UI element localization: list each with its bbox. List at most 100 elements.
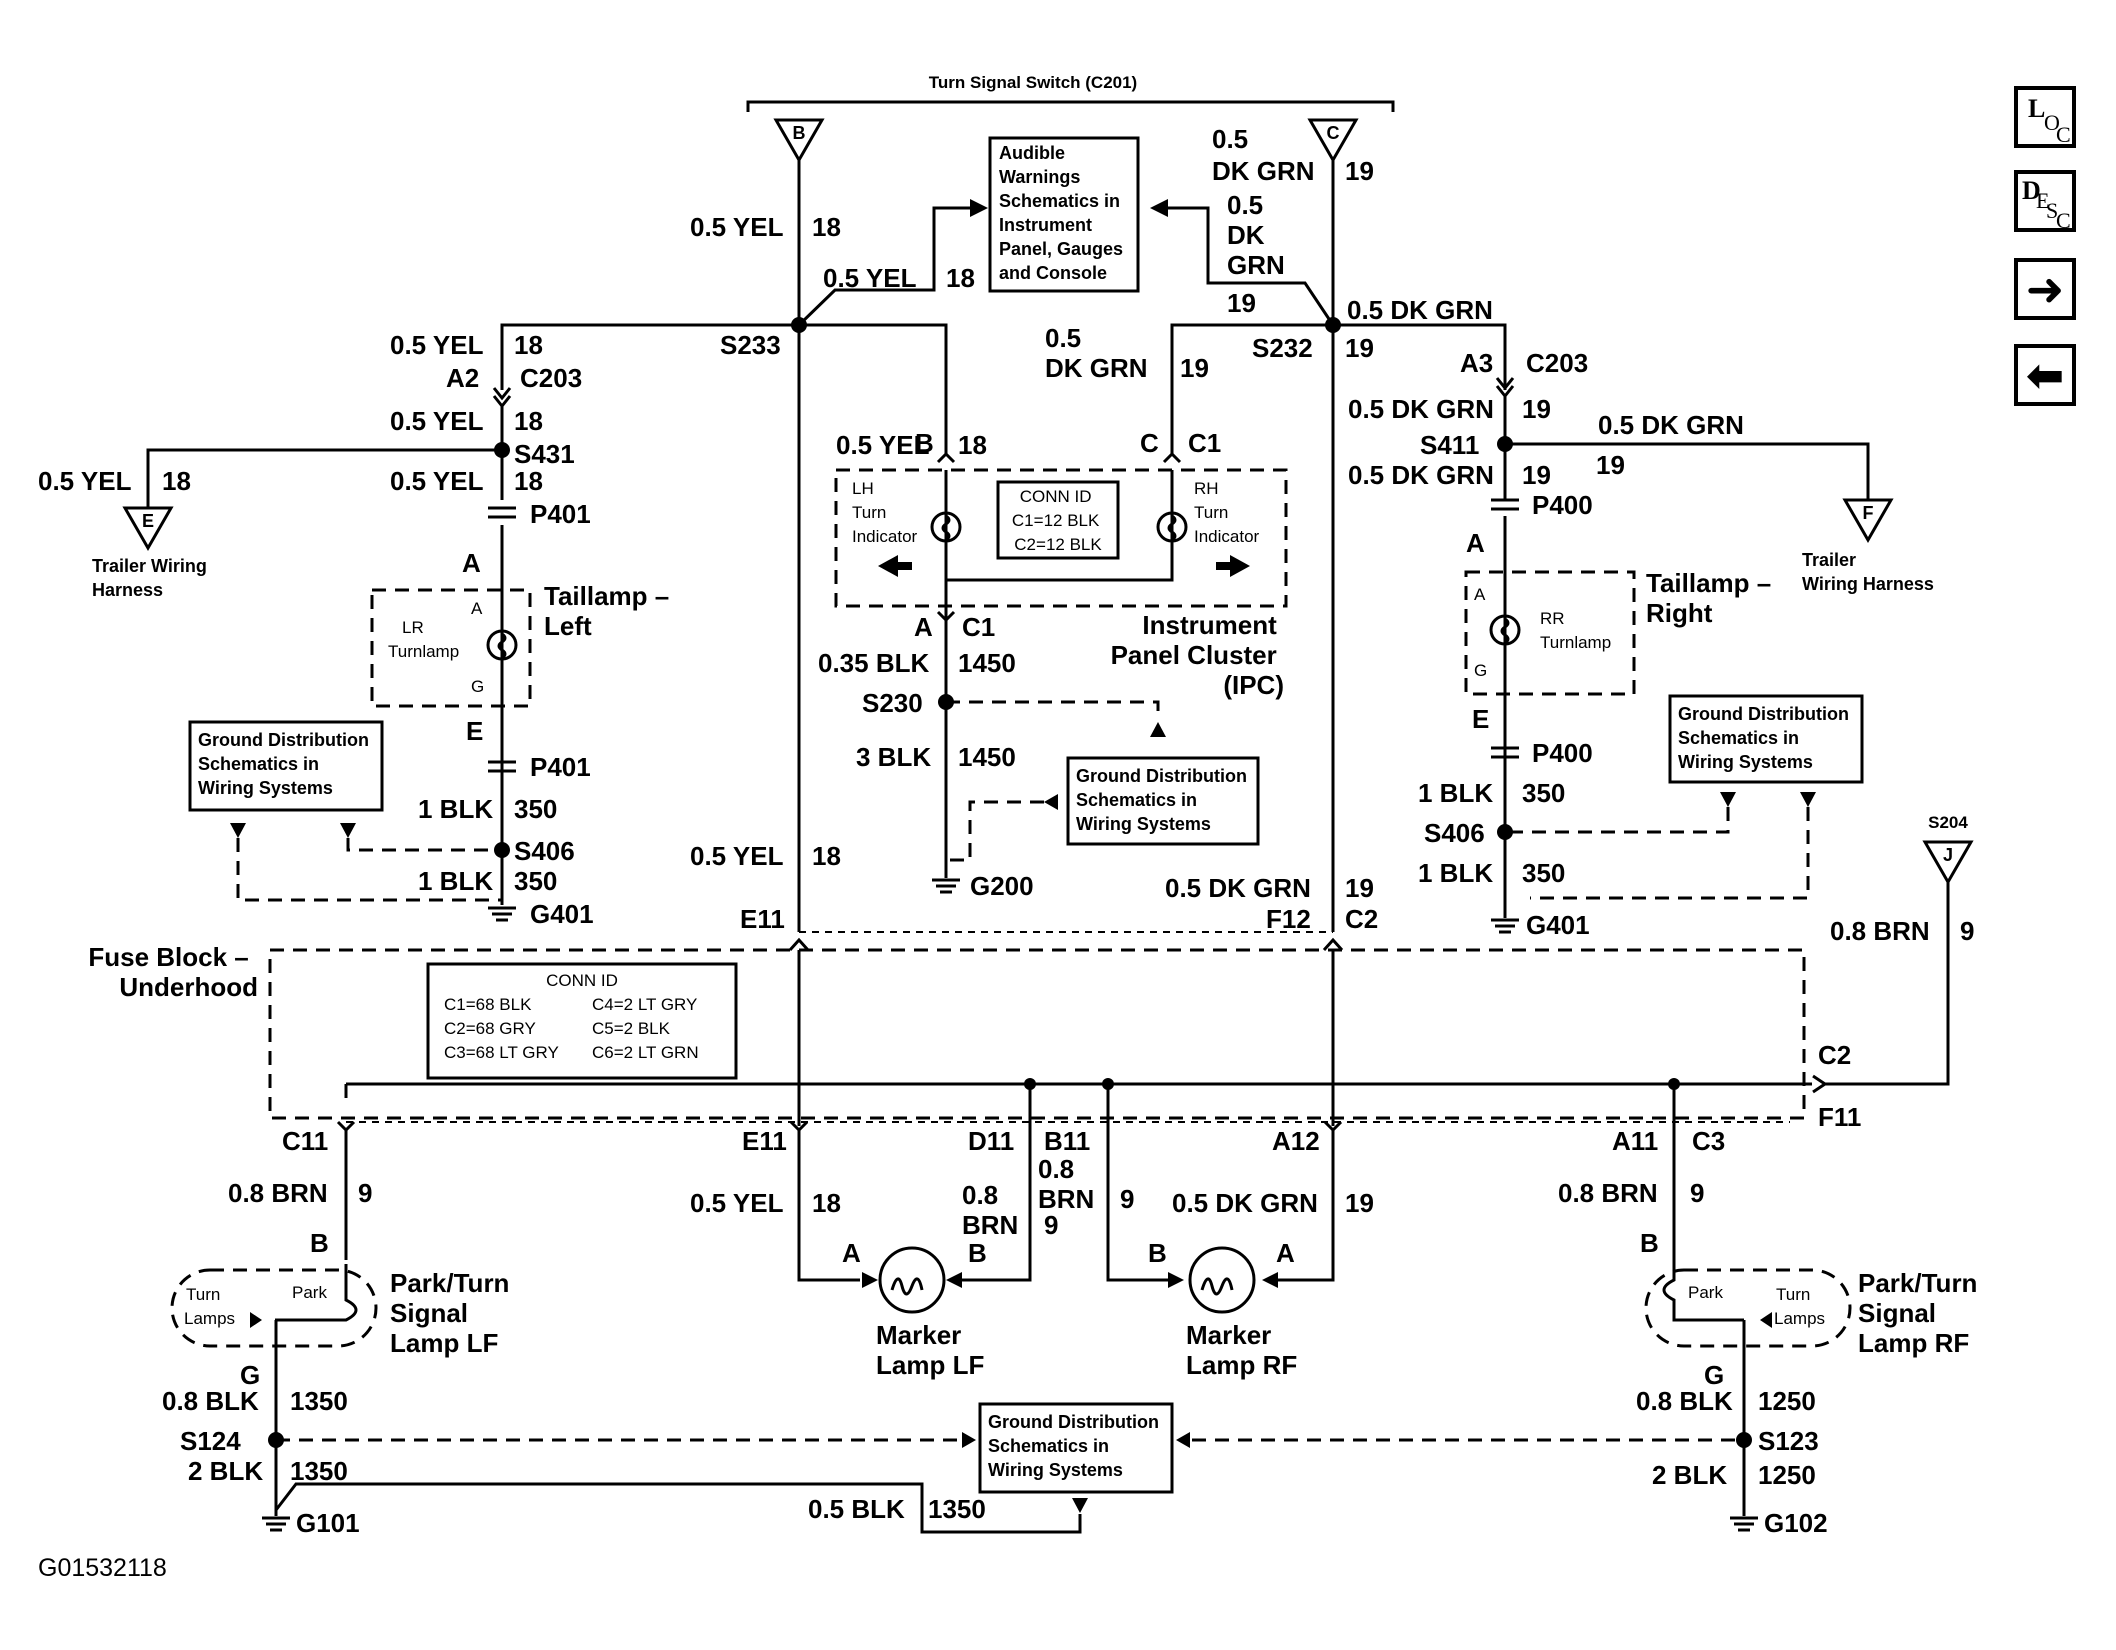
ground-dist-center-box — [1066, 756, 1260, 846]
marker-lf-wire — [797, 1128, 860, 1282]
rr-turnlamp-bulb — [1489, 614, 1521, 646]
connector-a3-label: A3 — [1460, 348, 1493, 378]
splice-s232-dot — [1325, 317, 1341, 333]
loc-letter-o: O — [2044, 110, 2060, 135]
wire-brn-label-d11a: 0.8 — [962, 1180, 998, 1210]
ground-g102-symbol — [1730, 1516, 1758, 1532]
splice-s123-label: S123 — [1758, 1426, 1819, 1456]
wire-yel-circuit-7: 18 — [812, 841, 841, 871]
arrow-left-icon: ⬅ — [2025, 348, 2065, 402]
splice-s406-right-label: S406 — [1424, 818, 1485, 848]
taillamp-right-box — [1464, 570, 1636, 696]
figure-id: G01532118 — [38, 1554, 167, 1582]
pin-e-right-label: E — [1472, 704, 1489, 734]
lh-turn-indicator-text: LH Turn Indicator — [852, 479, 918, 546]
rh-bulb-filament — [1167, 514, 1177, 542]
marker-lf-filament — [890, 1277, 924, 1296]
splice-s232-label: S232 — [1252, 333, 1313, 363]
wire-grn-label-1a: 0.5 — [1212, 124, 1248, 154]
g101-to-ground-dist-wire — [274, 1482, 1082, 1534]
wire-blk1-label-right: 1 BLK — [1418, 778, 1493, 808]
wire-blk3-circuit: 1450 — [958, 742, 1016, 772]
connector-p401-lower-label: P401 — [530, 752, 591, 782]
park-turn-lf-text: Park/Turn Signal Lamp LF — [390, 1268, 517, 1358]
connector-a2-label: A2 — [446, 363, 479, 393]
connector-p401-upper-symbol — [488, 506, 516, 519]
next-page-button[interactable]: ➜ — [2014, 258, 2076, 320]
wire-blk1-circuit-left: 350 — [514, 794, 557, 824]
wire-brn-label-d11b: BRN — [962, 1210, 1018, 1240]
ground-dist-bottom-marker-right — [1176, 1432, 1190, 1448]
splice-s406-right-dot — [1497, 824, 1513, 840]
ground-dist-right-marker-2 — [1800, 792, 1816, 807]
wire-yel-circuit-3: 18 — [514, 330, 543, 360]
ipc-c1-bottom-symbol — [936, 610, 956, 623]
wire-grn-label-5: 0.5 DK GRN — [1348, 394, 1494, 424]
arrow-right-icon: ➜ — [2025, 262, 2065, 316]
marker-lf-a-arrow — [862, 1272, 878, 1288]
ipc-lh-connector-symbol — [936, 451, 956, 464]
wire-grn-label-2a: 0.5 — [1227, 190, 1263, 220]
splice-s123-dot — [1736, 1432, 1752, 1448]
c2-connector-symbol — [1812, 1074, 1828, 1094]
marker-lf-pin-b: B — [968, 1238, 987, 1268]
rr-turnlamp-text: RR Turnlamp — [1540, 609, 1611, 652]
ipc-yel-label: 0.5 YEL — [836, 430, 930, 460]
marker-rf-a-wire — [1278, 1128, 1335, 1282]
connector-b-label: B — [793, 123, 806, 143]
location-button[interactable]: L O C — [2014, 86, 2076, 148]
connector-j-triangle — [1922, 840, 1974, 886]
ground-g401-left-symbol — [488, 906, 516, 922]
rr-bulb-filament — [1500, 617, 1510, 645]
fuse-conn-id-left: C1=68 BLK C2=68 GRY C3=68 LT GRY — [444, 995, 559, 1062]
audible-warnings-text: Audible Warnings Schematics in Instrumen… — [999, 143, 1128, 283]
pin-g-inner-left: G — [471, 677, 484, 696]
desc-letter-c: C — [2056, 208, 2071, 233]
ground-g401-right-symbol — [1491, 918, 1519, 934]
wire-brn-s204 — [1825, 882, 1950, 1086]
pin-a-right-label: A — [1466, 528, 1485, 558]
wire-yel-label-5: 0.5 YEL — [38, 466, 132, 496]
ground-dist-left-box — [188, 720, 384, 812]
lr-turnlamp-text: LR Turnlamp — [388, 618, 459, 661]
taillamp-left-text: Taillamp – Left — [544, 581, 676, 641]
fuse-grn-up-arrow — [1322, 937, 1344, 952]
rf-turn-lamps-text: Turn Lamps — [1774, 1285, 1825, 1328]
desc-letter-e: E — [2036, 188, 2050, 213]
splice-s204-label: S204 — [1928, 813, 1968, 832]
fuse-conn-id-right: C4=2 LT GRY C5=2 BLK C6=2 LT GRN — [592, 995, 702, 1062]
ipc-pin-b-label: B — [915, 428, 934, 458]
fuse-block-box — [268, 948, 1806, 1120]
wire-blk08-circuit-rf: 1250 — [1758, 1386, 1816, 1416]
wire-blk035-circuit: 1450 — [958, 648, 1016, 678]
marker-lf-b-wire — [962, 1126, 1032, 1282]
fuse-b11-label: B11 — [1044, 1126, 1090, 1156]
ipc-conn-id-box — [996, 480, 1120, 560]
connector-e-triangle — [122, 506, 174, 552]
wire-blk05-circuit: 1350 — [928, 1494, 986, 1524]
taillamp-left-box — [370, 588, 532, 708]
marker-lf-pin-a: A — [842, 1238, 861, 1268]
marker-lamp-rf-text: Marker Lamp RF — [1186, 1320, 1297, 1380]
pin-a-inner-right: A — [1474, 585, 1486, 604]
previous-page-button[interactable]: ⬅ — [2014, 344, 2076, 406]
marker-rf-pin-a: A — [1276, 1238, 1295, 1268]
marker-lamp-lf-text: Marker Lamp LF — [876, 1320, 984, 1380]
lf-turn-lamps-text: Turn Lamps — [184, 1285, 235, 1328]
wire-blk1-circuit-right: 350 — [1522, 778, 1565, 808]
lf-park-text: Park — [292, 1283, 327, 1302]
wire-grn-label-6: 0.5 DK GRN — [1598, 410, 1744, 440]
wire-blk08-circuit-lf: 1350 — [290, 1386, 348, 1416]
connector-b-triangle — [773, 118, 825, 164]
description-button[interactable]: D E S C — [2014, 170, 2076, 233]
splice-s233-dot — [791, 317, 807, 333]
ground-g102-label: G102 — [1764, 1508, 1828, 1538]
ground-dist-bottom-box — [978, 1402, 1174, 1494]
ground-dist-right-link-1 — [1505, 807, 1730, 834]
park-turn-lf-box — [170, 1268, 378, 1348]
fuse-e11-bottom-label: E11 — [742, 1126, 787, 1156]
wire-grn-label-4a: 0.5 — [1045, 323, 1081, 353]
ground-dist-left-marker-2 — [340, 823, 356, 838]
ground-dist-bottom-text: Ground Distribution Schematics in Wiring… — [988, 1412, 1164, 1480]
ground-dist-right-marker-1 — [1720, 792, 1736, 807]
